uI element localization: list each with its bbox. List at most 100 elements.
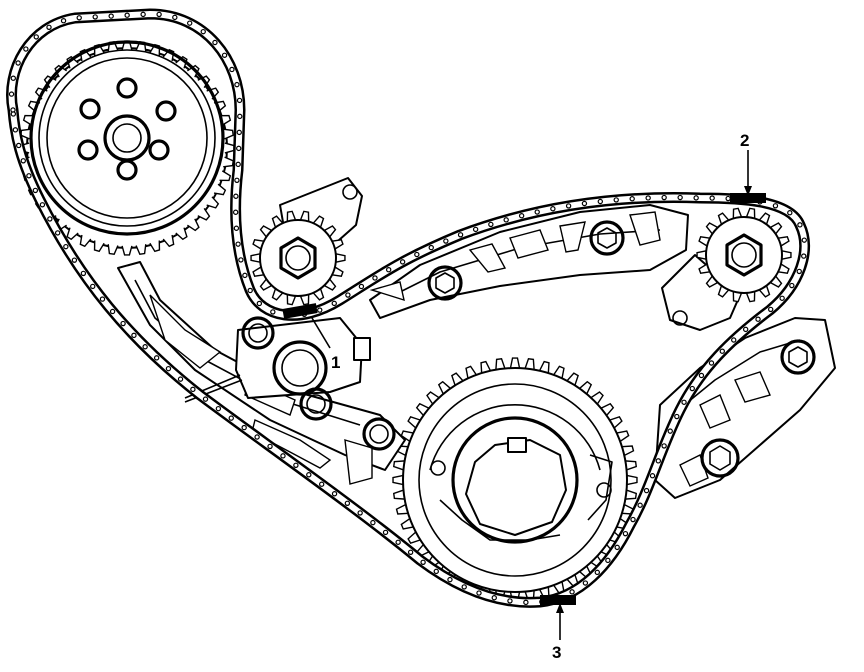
chain-link-pin bbox=[108, 13, 114, 19]
sprocket-tooth bbox=[781, 250, 792, 260]
idler-hex-nut bbox=[279, 236, 317, 280]
chain-link-pin bbox=[645, 195, 651, 201]
sprocket-tooth bbox=[223, 156, 234, 168]
sprocket-center-bore-inner bbox=[112, 123, 142, 153]
chain-link-pin bbox=[80, 270, 87, 277]
crank-dowel-right bbox=[596, 482, 612, 498]
chain-link-pin bbox=[742, 326, 749, 333]
sprocket-tooth bbox=[223, 128, 234, 140]
crank-sprocket-ring bbox=[418, 383, 612, 577]
chain-link-pin bbox=[236, 145, 242, 152]
sprocket-tooth bbox=[175, 227, 188, 241]
chain-link-pin bbox=[674, 413, 680, 420]
chain-link-pin bbox=[109, 308, 116, 315]
chain-link-pin bbox=[581, 200, 588, 207]
chain-link-pin bbox=[655, 458, 662, 464]
chain-link-pin bbox=[200, 28, 206, 35]
chain-link-pin bbox=[124, 12, 130, 18]
sprocket-tooth bbox=[187, 218, 200, 232]
sprocket-tooth bbox=[206, 196, 220, 209]
chain-links bbox=[8, 11, 807, 606]
chain-link-pin bbox=[594, 569, 601, 576]
chain-link-pin bbox=[801, 253, 807, 259]
chain-link-pin bbox=[10, 75, 16, 81]
chain-link-pin bbox=[235, 241, 241, 247]
sprocket-tooth bbox=[769, 275, 783, 288]
crank-sprocket-arc bbox=[429, 403, 601, 471]
sprocket-tooth bbox=[259, 278, 273, 291]
chain-link-pin bbox=[165, 365, 172, 372]
left-rail-rib-4 bbox=[344, 439, 373, 485]
chain-link-pin bbox=[767, 306, 774, 313]
marked-link-cam bbox=[730, 193, 766, 203]
chain-link-pin bbox=[731, 337, 737, 343]
sprocket-tooth bbox=[213, 183, 227, 196]
chain-link-pin bbox=[643, 487, 650, 494]
chain-link-pin bbox=[503, 217, 509, 223]
sprocket-tooth bbox=[197, 208, 211, 221]
chain-link-pin bbox=[457, 232, 464, 238]
sprocket-tooth bbox=[426, 391, 442, 407]
chain-link-pin bbox=[491, 595, 497, 601]
tensioner-body bbox=[235, 317, 363, 399]
chain-link-pin bbox=[649, 473, 656, 479]
chain-link-pin bbox=[677, 194, 683, 201]
chain-link-pin bbox=[235, 161, 241, 168]
right-rail-edge bbox=[671, 339, 801, 416]
camshaft-sprocket bbox=[661, 207, 792, 331]
chain-link-pin bbox=[71, 257, 78, 263]
chain-link-pin bbox=[233, 225, 240, 231]
chain-link-pin bbox=[357, 510, 363, 516]
chain-link-pin bbox=[550, 206, 556, 212]
chain-link-pin bbox=[47, 216, 53, 222]
chain-link-pin bbox=[569, 589, 575, 595]
sprocket-tooth bbox=[705, 222, 719, 235]
chain-link-pin bbox=[399, 259, 406, 265]
callout-2-label: 2 bbox=[740, 131, 749, 150]
cam-hub bbox=[705, 216, 783, 294]
chain-link-pin bbox=[10, 111, 17, 117]
sprocket-tooth bbox=[107, 244, 119, 255]
chain-link-pin bbox=[236, 97, 243, 104]
sprocket-tooth bbox=[323, 278, 337, 291]
chain-link-pin bbox=[395, 539, 401, 545]
chain-link-pin bbox=[76, 15, 82, 21]
chain-link-pin bbox=[241, 424, 247, 431]
idler-bracket-hole bbox=[342, 184, 358, 200]
chain-link-pin bbox=[228, 415, 234, 421]
chain-link-pin bbox=[8, 91, 15, 97]
timing-chain bbox=[6, 8, 811, 608]
sprocket-tooth bbox=[732, 291, 743, 303]
chain-link-pin bbox=[797, 222, 803, 228]
chain-link-pin bbox=[242, 272, 248, 279]
sprocket-tooth bbox=[135, 244, 147, 255]
chain-link-pin bbox=[331, 300, 337, 307]
chain-link-pin bbox=[461, 584, 467, 590]
chain-link-pin bbox=[772, 203, 779, 209]
crank-web-right bbox=[587, 454, 613, 521]
chain-link-pin bbox=[385, 267, 392, 273]
callout-3: 3 bbox=[552, 603, 564, 662]
chain-link-pin bbox=[523, 599, 529, 606]
sprocket-tooth bbox=[323, 225, 337, 238]
callout-2: 2 bbox=[740, 131, 752, 196]
chain-link-pin bbox=[177, 376, 184, 382]
sprocket-tooth bbox=[66, 227, 79, 241]
chain-link-pin bbox=[12, 127, 19, 133]
chain-link-pin bbox=[256, 300, 263, 307]
tensioner-bolt-upper bbox=[241, 316, 275, 350]
cam-hex-nut bbox=[725, 233, 763, 277]
chain-link-pin bbox=[187, 20, 193, 26]
sprocket-hub-ring bbox=[29, 40, 225, 236]
chain-link-pin bbox=[534, 209, 540, 215]
chain-link-pin bbox=[172, 14, 178, 21]
sprocket-tooth bbox=[705, 275, 719, 288]
chain-link-pin bbox=[26, 173, 32, 179]
sprocket-hub-ring-inner bbox=[38, 49, 216, 227]
crank-key-slot bbox=[507, 437, 527, 453]
chain-link-pin bbox=[306, 472, 312, 478]
tensioner-plug bbox=[353, 337, 371, 361]
tensioner-bolt-lower bbox=[299, 387, 333, 421]
chain-link-pin bbox=[92, 14, 98, 20]
sprocket-tooth bbox=[149, 240, 161, 253]
